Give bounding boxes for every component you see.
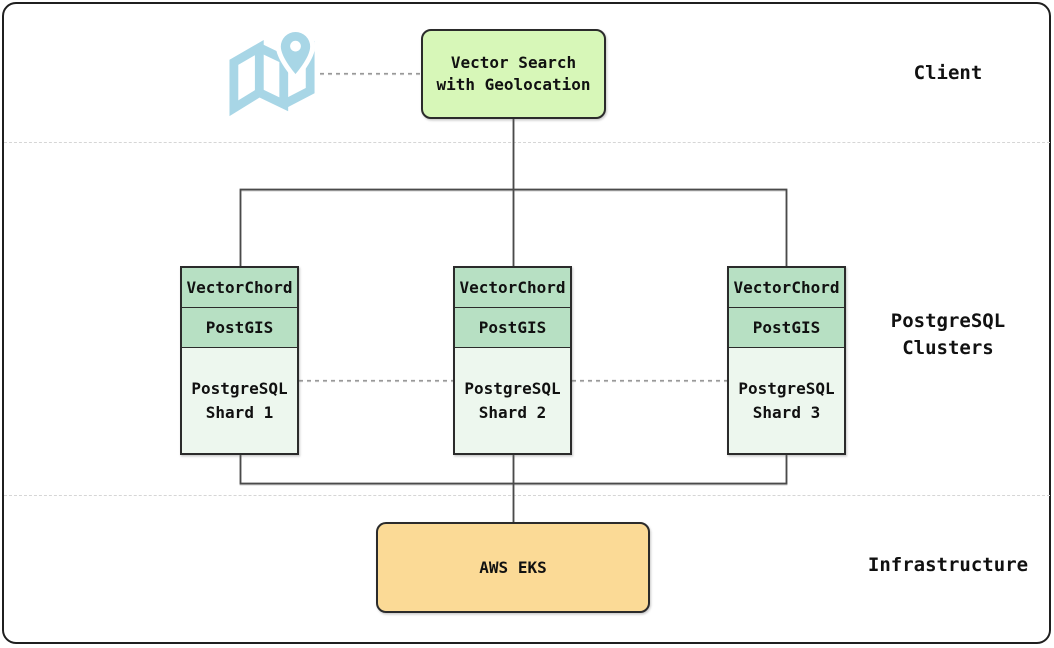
shard-body-line1: PostgreSQL — [191, 378, 288, 398]
vectorchord-layer: VectorChord — [455, 268, 570, 308]
postgis-label: PostGIS — [752, 318, 821, 337]
infrastructure-section-label: Infrastructure — [867, 554, 1029, 576]
divider-client-clusters — [4, 142, 1050, 143]
shard-body-line2: Shard 3 — [752, 402, 821, 422]
postgis-layer: PostGIS — [182, 308, 297, 348]
clusters-label-line2: Clusters — [902, 337, 994, 359]
vector-search-node-line1: Vector Search — [450, 53, 577, 72]
postgis-label: PostGIS — [205, 318, 274, 337]
vector-search-node: Vector Search with Geolocation — [421, 29, 606, 119]
shard-body: PostgreSQL Shard 3 — [729, 348, 844, 453]
postgresql-shard-1-node: VectorChord PostGIS PostgreSQL Shard 1 — [180, 266, 299, 455]
shard-body: PostgreSQL Shard 1 — [182, 348, 297, 453]
client-section-label: Client — [913, 62, 983, 84]
shard-body-line1: PostgreSQL — [464, 378, 561, 398]
aws-eks-node: AWS EKS — [376, 522, 650, 613]
postgresql-shard-3-node: VectorChord PostGIS PostgreSQL Shard 3 — [727, 266, 846, 455]
shard-body-line1: PostgreSQL — [738, 378, 835, 398]
shard-body: PostgreSQL Shard 2 — [455, 348, 570, 453]
vectorchord-label: VectorChord — [733, 278, 840, 297]
shard-body-line2: Shard 2 — [478, 402, 547, 422]
aws-eks-label: AWS EKS — [479, 557, 547, 577]
vectorchord-label: VectorChord — [186, 278, 293, 297]
vectorchord-layer: VectorChord — [182, 268, 297, 308]
map-location-icon — [224, 27, 322, 118]
vectorchord-layer: VectorChord — [729, 268, 844, 308]
divider-clusters-infra — [4, 495, 1050, 496]
postgis-layer: PostGIS — [455, 308, 570, 348]
postgresql-clusters-section-label: PostgreSQL Clusters — [845, 308, 1051, 362]
postgresql-shard-2-node: VectorChord PostGIS PostgreSQL Shard 2 — [453, 266, 572, 455]
vector-search-node-line2: with Geolocation — [436, 75, 591, 94]
shard-body-line2: Shard 1 — [205, 402, 274, 422]
postgis-label: PostGIS — [478, 318, 547, 337]
postgis-layer: PostGIS — [729, 308, 844, 348]
clusters-label-line1: PostgreSQL — [890, 310, 1006, 332]
vectorchord-label: VectorChord — [459, 278, 566, 297]
